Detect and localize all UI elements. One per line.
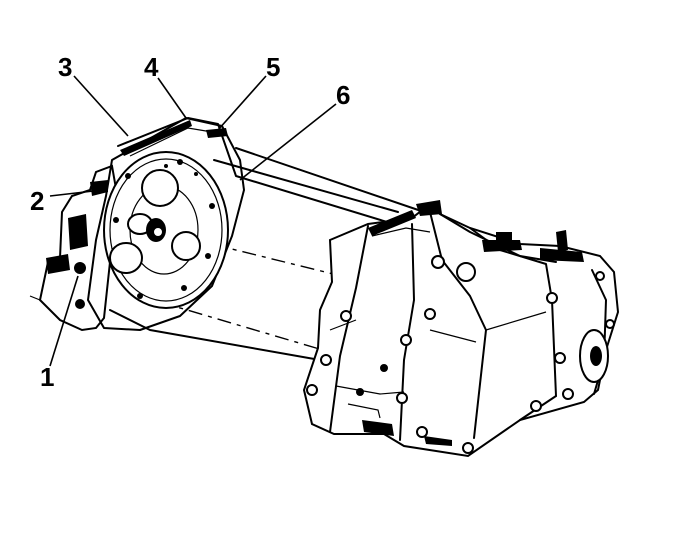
callout-labels: 1 2 3 4 5 6 (30, 52, 350, 392)
callout-3: 3 (58, 52, 72, 82)
callout-6: 6 (336, 80, 350, 110)
callout-2: 2 (30, 186, 44, 216)
adapter-plate (87, 117, 245, 331)
callout-1: 1 (40, 362, 54, 392)
bellhousing-outline (109, 117, 431, 361)
callout-4: 4 (144, 52, 159, 82)
engine-block (29, 164, 120, 332)
leader-lines (49, 75, 337, 367)
callout-5: 5 (266, 52, 280, 82)
transaxle-case (302, 200, 620, 458)
flexplate (103, 151, 229, 309)
